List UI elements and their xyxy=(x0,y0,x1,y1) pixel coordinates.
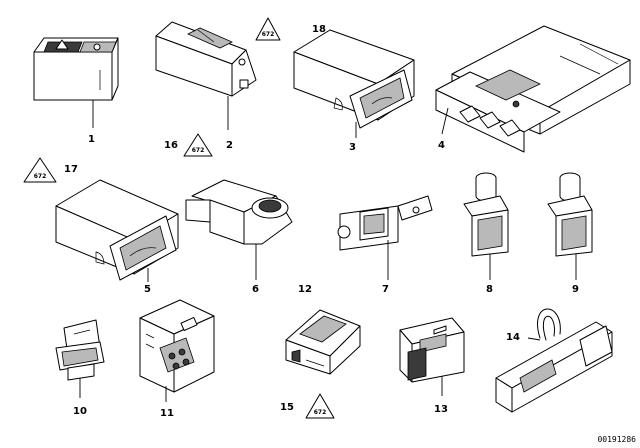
svg-text:672: 672 xyxy=(34,173,47,180)
svg-text:672: 672 xyxy=(192,147,205,154)
warning-triangle-15: 672 xyxy=(305,393,335,419)
part-1-hazard-switch xyxy=(33,37,119,128)
part-8-push-switch xyxy=(463,172,509,280)
part-14-strip-module xyxy=(495,308,613,413)
warning-triangle-16: 672 xyxy=(183,133,213,157)
document-id: 00191286 xyxy=(597,435,636,444)
warning-triangle-17: 672 xyxy=(23,157,57,183)
part-4-control-panel xyxy=(435,25,631,153)
svg-text:672: 672 xyxy=(262,31,275,38)
callout-17: 17 xyxy=(64,164,78,175)
callout-9: 9 xyxy=(572,284,579,295)
callout-6: 6 xyxy=(252,284,259,295)
part-3-control-unit xyxy=(293,29,415,138)
callout-10: 10 xyxy=(73,406,87,417)
part-9-push-switch xyxy=(547,172,593,280)
warning-triangle-top: 672 xyxy=(255,17,281,41)
part-rocker-switch xyxy=(285,309,361,375)
callout-8: 8 xyxy=(486,284,493,295)
part-5-control-unit xyxy=(55,179,179,282)
callout-3: 3 xyxy=(349,142,356,153)
part-6-sensor xyxy=(185,179,293,280)
callout-5: 5 xyxy=(144,284,151,295)
callout-18: 18 xyxy=(312,24,326,35)
callout-1: 1 xyxy=(88,134,95,145)
callout-15: 15 xyxy=(280,402,294,413)
svg-text:672: 672 xyxy=(314,409,327,416)
callout-11: 11 xyxy=(160,408,174,419)
callout-2: 2 xyxy=(226,140,233,151)
hazard-triangle-icon xyxy=(55,39,69,50)
part-2-switch-module xyxy=(155,21,257,130)
callout-13: 13 xyxy=(434,404,448,415)
callout-14: 14 xyxy=(506,332,520,343)
callout-7: 7 xyxy=(382,284,389,295)
part-10-relay xyxy=(55,319,105,398)
part-7-bracket-switch xyxy=(337,195,433,280)
callout-4: 4 xyxy=(438,140,445,151)
callout-12: 12 xyxy=(298,284,312,295)
callout-16: 16 xyxy=(164,140,178,151)
part-13-rocker-switch xyxy=(399,317,465,396)
lamp-icon xyxy=(93,43,101,51)
part-11-switch-panel xyxy=(139,299,215,402)
